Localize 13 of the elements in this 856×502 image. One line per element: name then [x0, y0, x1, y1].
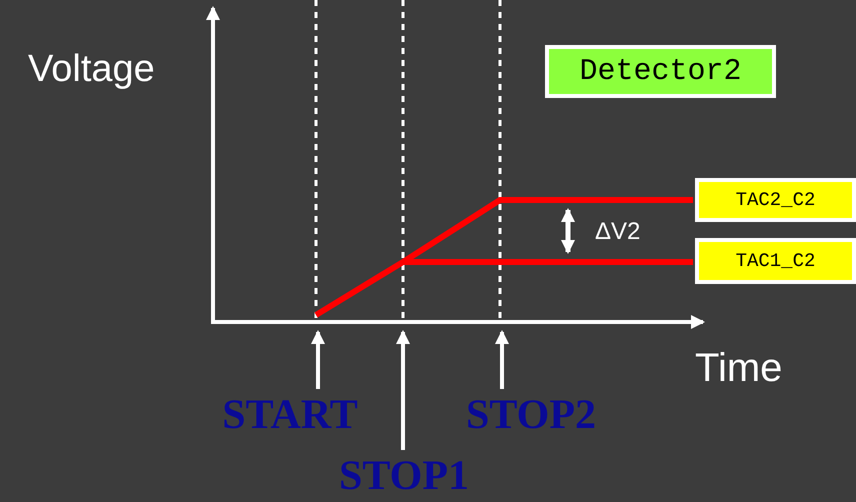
difference-label: ΔV2 — [595, 220, 640, 244]
detector-label: Detector2 — [545, 45, 776, 98]
axis-label: Time — [695, 348, 782, 388]
channel-label: TAC2_C2 — [695, 178, 856, 222]
time-marker-label: STOP1 — [328, 454, 480, 498]
arrow — [396, 330, 410, 450]
arrow — [495, 330, 509, 389]
voltage-curve — [313, 197, 696, 318]
axis-label: Voltage — [28, 50, 155, 88]
time-marker-label: START — [210, 393, 370, 437]
time-marker-label: STOP2 — [455, 393, 607, 437]
arrow — [311, 330, 325, 389]
channel-label: TAC1_C2 — [695, 238, 856, 284]
